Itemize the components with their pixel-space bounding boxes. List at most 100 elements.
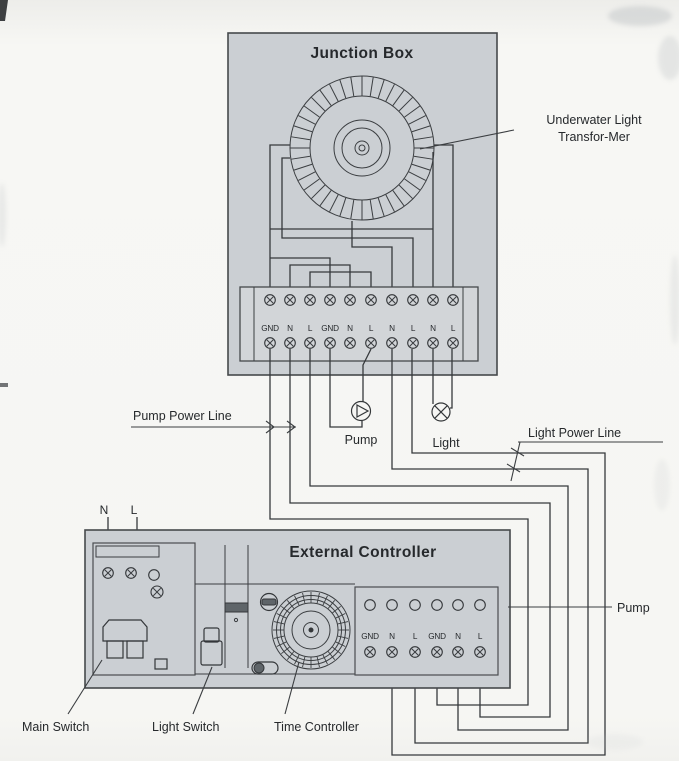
pump-wire-return [329, 349, 363, 428]
terminal-label: L [451, 324, 456, 333]
screw-terminal [365, 294, 377, 306]
terminal-screws [264, 294, 459, 349]
output-terminal-section: GND N L GND N L [102, 567, 499, 676]
primary-wire-left-outer [269, 144, 290, 295]
screw-terminal [324, 294, 336, 306]
light-switch-label: Light Switch [152, 720, 219, 734]
terminal-strip: GND N L GND N L N L N L [239, 286, 479, 362]
light-icon [431, 402, 451, 422]
jumper-gnd [270, 257, 331, 295]
screw-terminal [431, 646, 443, 658]
transformer-label-line1: Underwater Light [546, 113, 642, 127]
external-controller-title: External Controller [289, 544, 436, 561]
terminal-label: L [411, 324, 416, 333]
terminal-hole [364, 599, 376, 611]
leader-cross-tick [510, 447, 525, 457]
terminal-label: GND [261, 324, 279, 333]
light-wire-l [450, 349, 453, 409]
timer-dial-icon [271, 590, 351, 670]
terminal-label: N [455, 632, 461, 641]
terminal-label: L [413, 632, 418, 641]
screw-terminal [427, 294, 439, 306]
run-light-l [391, 349, 606, 756]
screw-terminal [409, 646, 421, 658]
time-controller-section [195, 583, 355, 675]
terminal-labels: GND N L GND N L N L N L [261, 324, 456, 333]
screw-terminal [264, 294, 276, 306]
terminal-hole [474, 599, 486, 611]
time-controller-label: Time Controller [274, 720, 359, 734]
screw-terminal [386, 294, 398, 306]
time-controller-leader [284, 661, 300, 715]
screw-terminal [386, 646, 398, 658]
screw-terminal [447, 337, 459, 349]
transformer-callout: Underwater Light Transfor-Mer [419, 113, 642, 150]
output-terminal-labels: GND N L GND N L [361, 632, 483, 641]
input-label-l: L [131, 503, 138, 517]
leader-cross-tick [506, 463, 521, 473]
run-pump-l [309, 349, 569, 731]
main-switch-leader [67, 659, 103, 715]
pump-symbol-label: Pump [345, 433, 378, 447]
screw-terminal [474, 646, 486, 658]
main-switch-section [92, 542, 196, 676]
terminal-label: L [369, 324, 374, 333]
screw-terminal [125, 567, 137, 579]
fuse-indicator-icon [251, 661, 279, 675]
terminal-hole [452, 599, 464, 611]
screw-terminal [304, 337, 316, 349]
terminal-label: N [430, 324, 436, 333]
terminal-label: L [478, 632, 483, 641]
screw-terminal [364, 646, 376, 658]
pump-wire-feed [362, 348, 372, 402]
screw-terminal [264, 337, 276, 349]
light-switch-icon [200, 627, 223, 666]
connector-block [224, 602, 249, 613]
leader-arrow-tick [265, 420, 275, 434]
input-label-n: N [100, 503, 109, 517]
output-terminal-screws [102, 567, 486, 658]
jumper-l [309, 271, 372, 295]
terminal-label: N [389, 324, 395, 333]
screw-terminal [324, 337, 336, 349]
pump-output-callout: Pump [508, 601, 650, 615]
light-switch-leader [192, 666, 213, 715]
external-controller: N L External Controller [84, 503, 511, 689]
screw-terminal [344, 337, 356, 349]
run-pump-gnd [269, 349, 529, 706]
terminal-hole [409, 599, 421, 611]
leader-arrow-tick [286, 420, 296, 434]
terminal-label: GND [428, 632, 446, 641]
run-light-n [391, 349, 589, 744]
screw-terminal [427, 337, 439, 349]
transformer-icon [289, 75, 435, 221]
light-switch-section [200, 545, 249, 668]
light-symbol-label: Light [432, 436, 460, 450]
screw-terminal [150, 585, 164, 599]
screw-cap-icon [259, 592, 279, 612]
field-wiring: Pump Light [269, 348, 606, 756]
screw-terminal [304, 294, 316, 306]
screw-terminal [284, 337, 296, 349]
main-switch-label: Main Switch [22, 720, 89, 734]
screw-terminal [365, 337, 377, 349]
secondary-wire-bottom [351, 221, 393, 295]
junction-box-title: Junction Box [311, 45, 414, 62]
light-power-line-callout: Light Power Line [506, 426, 663, 482]
terminal-label: N [287, 324, 293, 333]
terminal-label: N [389, 632, 395, 641]
terminal-label: GND [321, 324, 339, 333]
transformer-winding-hatch [290, 76, 434, 220]
screw-terminal [447, 294, 459, 306]
jumper-n [289, 264, 351, 295]
terminal-label: GND [361, 632, 379, 641]
timer-dial-ticks [273, 592, 349, 668]
transformer-leader-line [419, 129, 515, 150]
terminal-label: L [308, 324, 313, 333]
transformer-label-line2: Transfor-Mer [558, 130, 630, 144]
terminal-hole [431, 599, 443, 611]
pump-power-line-label: Pump Power Line [133, 409, 232, 423]
primary-wire-left-inner [281, 157, 414, 295]
